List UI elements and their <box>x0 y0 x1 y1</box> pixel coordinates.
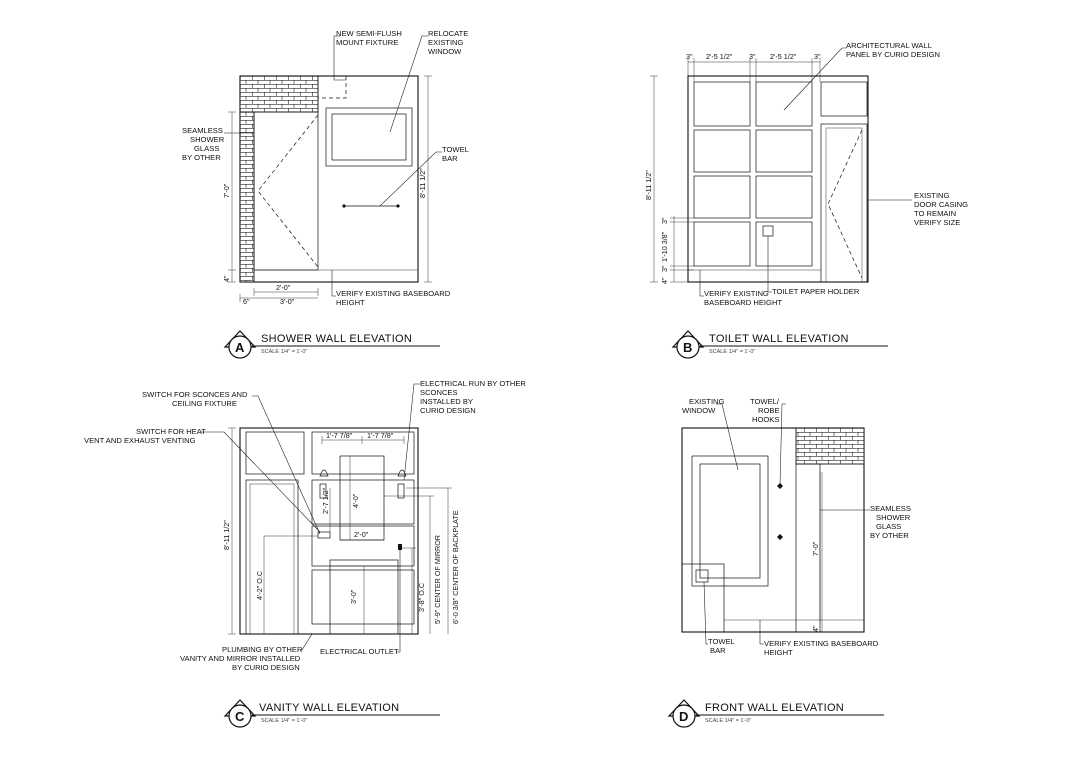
note-a-window: RELOCATE EXISTING WINDOW <box>428 29 471 56</box>
dim-b-103: 1'-10 3/8" <box>660 231 669 262</box>
towel-bar-mount <box>342 204 346 208</box>
dim-c-40: 4'-0" <box>351 493 360 508</box>
scale-a: SCALE 1/4" = 1'-0" <box>261 349 307 355</box>
title-d: FRONT WALL ELEVATION <box>705 702 844 714</box>
door-swing-line <box>827 129 863 279</box>
scale-d: SCALE 1/4" = 1'-0" <box>705 718 751 724</box>
note-b-casing: EXISTING DOOR CASING TO REMAIN VERIFY SI… <box>914 191 970 227</box>
dim-b-25b: 2'-5 1/2" <box>770 52 797 61</box>
window-frame <box>325 107 413 167</box>
vanity-wall-outline <box>239 427 419 635</box>
brick-jamb <box>239 111 255 283</box>
elevation-b: 3" 2'-5 1/2" 3" 2'-5 1/2" 3" 8'-11 1/2" … <box>644 41 970 359</box>
shower-glass-panel <box>253 111 319 271</box>
badge-d: D <box>679 709 688 724</box>
badge-c: C <box>235 709 245 724</box>
note-d-glass: SEAMLESS SHOWER GLASS BY OTHER <box>870 504 913 540</box>
dim-b-3b: 3" <box>749 52 756 61</box>
dim-b-3b-v: 3" <box>660 265 669 272</box>
dim-a-4: 4" <box>222 275 231 282</box>
dim-a-811: 8'-11 1/2" <box>418 168 427 198</box>
note-a-fixture: NEW SEMI-FLUSH MOUNT FIXTURE <box>336 29 404 47</box>
dim-c-20: 2'-0" <box>354 530 369 539</box>
mirror <box>339 455 385 541</box>
note-a-glass: SEAMLESS SHOWER GLASS BY OTHER <box>182 126 226 162</box>
scale-c: SCALE 1/4" = 1'-0" <box>261 718 307 724</box>
hook <box>777 534 783 540</box>
towel-bar-mount <box>396 204 400 208</box>
dim-a-20: 2'-0" <box>276 283 291 292</box>
toilet-wall-outline <box>687 75 869 283</box>
badge-a: A <box>235 340 245 355</box>
scale-b: SCALE 1/4" = 1'-0" <box>709 349 755 355</box>
electrical-outlet <box>398 544 402 550</box>
brick-header <box>239 75 319 113</box>
dim-c-177a: 1'-7 7/8" <box>326 431 353 440</box>
dim-a-30: 3'-0" <box>280 297 295 306</box>
sconce-right <box>397 469 407 477</box>
dim-c-177b: 1'-7 7/8" <box>367 431 394 440</box>
note-c-plumbing: PLUMBING BY OTHER VANITY AND MIRROR INST… <box>180 645 305 672</box>
sconce-left <box>319 469 329 477</box>
existing-window-casing <box>691 455 769 587</box>
note-d-hooks: TOWEL/ ROBE HOOKS <box>750 397 782 424</box>
note-c-outlet: ELECTRICAL OUTLET <box>320 647 399 656</box>
title-c: VANITY WALL ELEVATION <box>259 702 399 714</box>
dim-d-4: 4" <box>811 625 820 632</box>
transom-panel <box>820 81 868 117</box>
dim-b-3c: 3" <box>814 52 821 61</box>
toilet-paper-holder <box>762 225 774 237</box>
note-d-baseboard: VERIFY EXISTING BASEBOARD HEIGHT <box>764 639 880 657</box>
dim-d-70: 7'-0" <box>811 541 820 556</box>
badge-b: B <box>683 340 692 355</box>
glass-swing-line <box>257 114 319 268</box>
door-c <box>245 479 299 635</box>
dim-b-25a: 2'-5 1/2" <box>706 52 733 61</box>
note-d-window: EXISTING WINDOW <box>682 397 727 415</box>
dim-b-811: 8'-11 1/2" <box>644 170 653 200</box>
note-b-baseboard: VERIFY EXISTING BASEBOARD HEIGHT <box>704 289 782 307</box>
dim-c-42: 4'-2" O.C <box>255 571 264 600</box>
dim-b-3a: 3" <box>686 52 693 61</box>
title-a: SHOWER WALL ELEVATION <box>261 333 412 345</box>
existing-window <box>699 463 761 579</box>
dim-c-811: 8'-11 1/2" <box>222 520 231 550</box>
towel-bar-panel <box>681 563 725 633</box>
dim-b-4: 4" <box>660 277 669 284</box>
dim-c-38: 3'-8" O.C <box>417 583 426 612</box>
elevation-a: 7'-0" 4" 8'-11 1/2" 2'-0" 3'-0" 6" NEW S… <box>182 29 471 359</box>
note-a-towel: TOWEL BAR <box>442 145 471 163</box>
dim-c-603: 6'-0 3/8" CENTER OF BACKPLATE <box>451 510 460 624</box>
title-b: TOILET WALL ELEVATION <box>709 333 849 345</box>
dim-a-70: 7'-0" <box>222 183 231 198</box>
note-a-baseboard: VERIFY EXISTING BASEBOARD HEIGHT <box>336 289 452 307</box>
note-b-tp: TOILET PAPER HOLDER <box>772 287 860 296</box>
elevation-d: 7'-0" 4" EXISTING WINDOW TOWEL/ ROBE HOO… <box>667 397 913 728</box>
note-b-panel: ARCHITECTURAL WALL PANEL BY CURIO DESIGN <box>846 41 940 59</box>
brick-header-d <box>795 427 865 465</box>
towel-bar-d <box>695 569 709 583</box>
door-leaf <box>825 127 863 283</box>
dim-c-59: 5'-9" CENTER OF MIRROR <box>433 535 442 624</box>
switch-box <box>317 531 331 539</box>
semi-flush-fixture <box>317 75 347 99</box>
elevation-c: 8'-11 1/2" 1'-7 7/8" 1'-7 7/8" 4'-0" 2'-… <box>84 379 528 728</box>
dim-c-30: 3'-0" <box>349 589 358 604</box>
note-c-heat-switch: SWITCH FOR HEAT VENT AND EXHAUST VENTING <box>84 427 208 445</box>
note-c-sconce-switch: SWITCH FOR SCONCES AND CEILING FIXTURE <box>142 390 250 408</box>
dim-b-3a-v: 3" <box>660 217 669 224</box>
window-sash <box>331 113 407 161</box>
note-c-elec-run: ELECTRICAL RUN BY OTHER SCONCES INSTALLE… <box>420 379 528 415</box>
dim-a-6: 6" <box>243 297 250 306</box>
dim-c-2712: 2'-7 1/2" <box>321 487 330 514</box>
note-d-towel: TOWEL BAR <box>708 637 737 655</box>
door-casing <box>820 123 868 283</box>
